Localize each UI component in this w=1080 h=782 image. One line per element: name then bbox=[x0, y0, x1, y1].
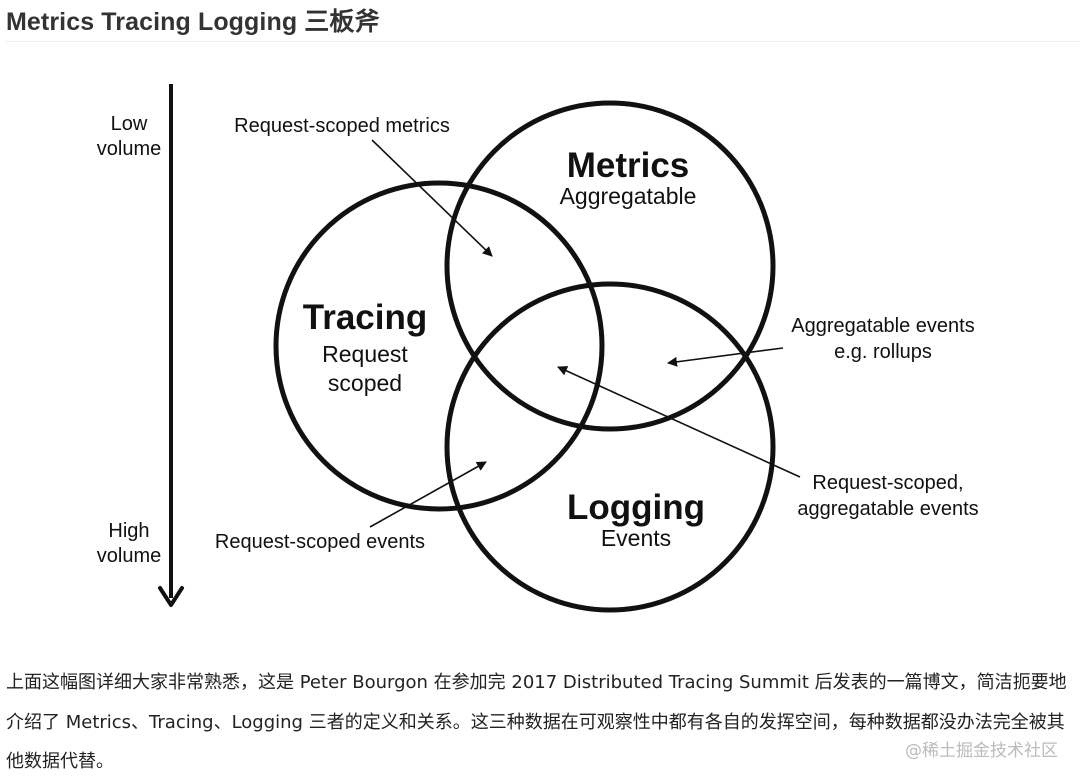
axis-low-label-line1: Low bbox=[111, 113, 148, 135]
tracing-subtitle-line2: scoped bbox=[328, 370, 402, 396]
axis-low-label-line2: volume bbox=[97, 138, 161, 160]
metrics-subtitle: Aggregatable bbox=[560, 183, 697, 209]
annotation-aggregatable-events-line2: e.g. rollups bbox=[834, 341, 932, 363]
logging-circle bbox=[444, 281, 776, 613]
annotation-request-scoped-aggregatable-line1: Request-scoped, bbox=[812, 472, 963, 494]
annotation-aggregatable-events-line1: Aggregatable events bbox=[791, 315, 974, 337]
annotation-request-scoped-aggregatable-line2: aggregatable events bbox=[797, 498, 978, 520]
page-title: Metrics Tracing Logging 三板斧 bbox=[6, 8, 380, 36]
arrow-request-scoped-events bbox=[369, 461, 487, 528]
description-paragraph: 上面这幅图详细大家非常熟悉，这是 Peter Bourgon 在参加完 2017… bbox=[6, 672, 1067, 772]
annotation-request-scoped-metrics: Request-scoped metrics bbox=[234, 115, 450, 137]
juejin-watermark: @稀土掘金技术社区 bbox=[905, 741, 1058, 761]
volume-axis-arrowhead bbox=[158, 586, 184, 607]
logging-title: Logging bbox=[567, 488, 705, 527]
axis-high-label-line2: volume bbox=[97, 545, 161, 567]
title-divider bbox=[6, 41, 1080, 42]
tracing-circle bbox=[273, 180, 605, 512]
annotation-request-scoped-events: Request-scoped events bbox=[215, 531, 425, 553]
metrics-title: Metrics bbox=[567, 146, 690, 185]
logging-subtitle: Events bbox=[601, 525, 671, 551]
metrics-circle bbox=[444, 100, 776, 432]
arrow-request-scoped-aggregatable bbox=[557, 366, 801, 478]
arrow-aggregatable-events bbox=[667, 347, 784, 367]
axis-high-label-line1: High bbox=[108, 520, 149, 542]
tracing-subtitle-line1: Request bbox=[322, 341, 408, 367]
arrow-request-scoped-metrics bbox=[371, 139, 493, 257]
tracing-title: Tracing bbox=[303, 298, 427, 337]
